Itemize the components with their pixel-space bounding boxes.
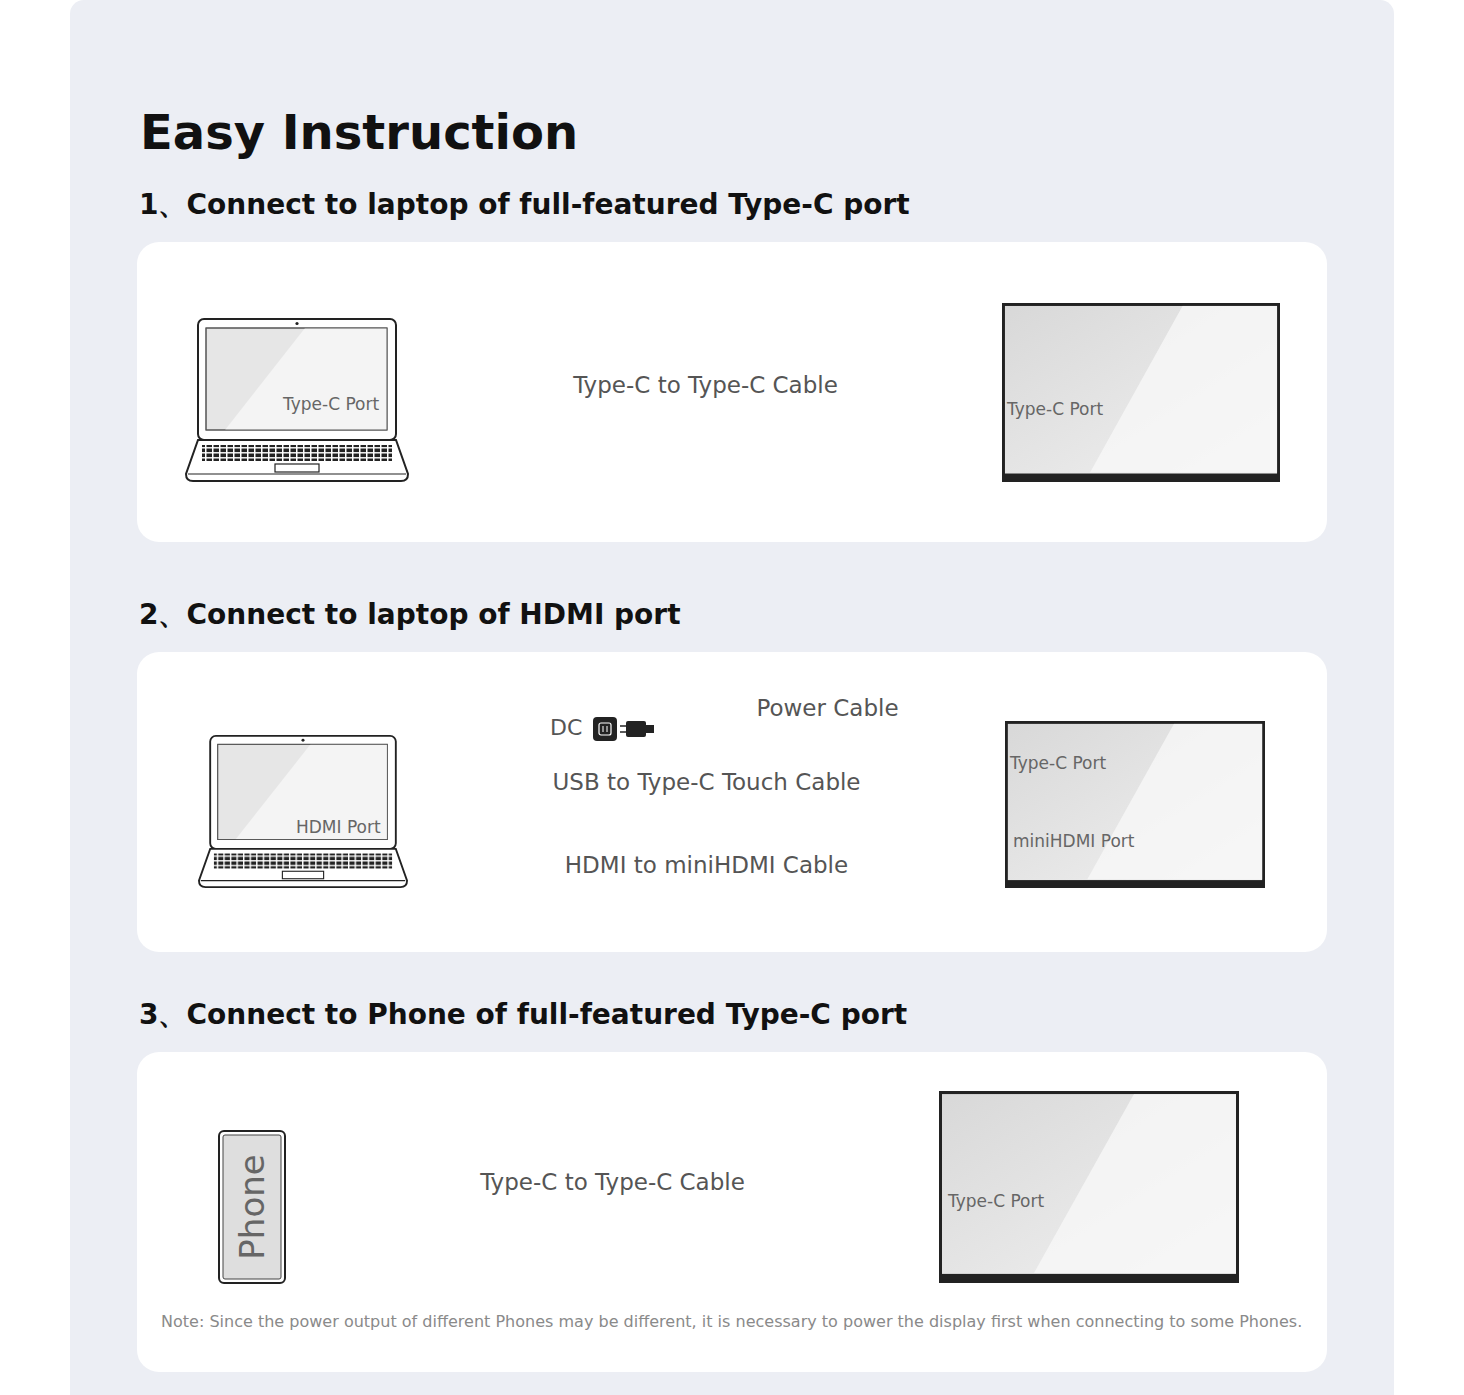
cable-label: HDMI to miniHDMI Cable xyxy=(561,852,852,878)
port-label: HDMI Port xyxy=(296,817,381,837)
portable-monitor: Type-C Port xyxy=(939,1091,1239,1283)
section-heading: 3、Connect to Phone of full-featured Type… xyxy=(139,996,907,1034)
port-label: miniHDMI Port xyxy=(1013,831,1134,851)
cable-label: USB to Type-C Touch Cable xyxy=(548,769,864,795)
port-label: Type-C Port xyxy=(1010,753,1106,773)
section-heading: 2、Connect to laptop of HDMI port xyxy=(139,596,681,634)
portable-monitor: Type-C Port xyxy=(1002,303,1280,482)
cable-label: Type-C to Type-C Cable xyxy=(569,372,842,398)
section-panel: 2、Connect to laptop of HDMI portDCHDMI P… xyxy=(137,652,1327,952)
portable-monitor: Type-C Port miniHDMI Port xyxy=(1005,721,1265,888)
port-label: DC xyxy=(550,715,582,740)
port-label: Type-C Port xyxy=(948,1191,1044,1211)
laptop-device: HDMI Port xyxy=(198,735,408,889)
section-heading: 1、Connect to laptop of full-featured Typ… xyxy=(139,186,910,224)
phone-device: Phone xyxy=(218,1130,286,1284)
note-text: Note: Since the power output of differen… xyxy=(161,1312,1302,1331)
dc-adapter: DC xyxy=(550,714,654,742)
cable-label: Type-C to Type-C Cable xyxy=(476,1169,749,1195)
port-label: Type-C Port xyxy=(283,394,379,414)
cable-label: Power Cable xyxy=(752,695,902,721)
device-label: Phone xyxy=(232,1154,272,1259)
laptop-device: Type-C Port xyxy=(185,318,409,483)
section-panel: 3、Connect to Phone of full-featured Type… xyxy=(137,1052,1327,1372)
page-title: Easy Instruction xyxy=(140,104,578,160)
port-label: Type-C Port xyxy=(1007,399,1103,419)
